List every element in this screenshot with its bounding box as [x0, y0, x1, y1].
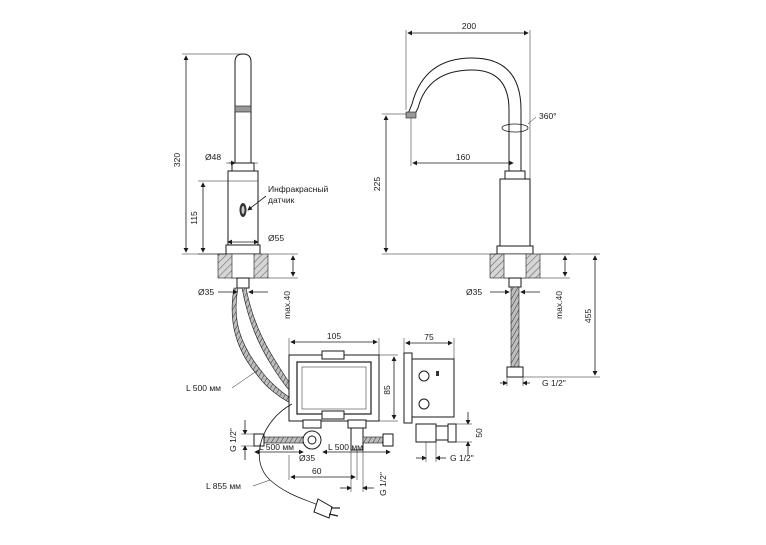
box-width-label: 105: [327, 331, 341, 341]
right-faucet: 360° 200 160 225 Ø35 max.40 455 G 1/2: [372, 21, 600, 388]
left-body-height: 115: [189, 211, 199, 225]
box-left-thread: G 1/2": [228, 428, 238, 452]
sensor-label-line2: датчик: [268, 195, 295, 205]
control-box-side: 75 50 G 1/2": [403, 332, 484, 463]
box-height-label: 85: [382, 385, 392, 395]
inlet-diameter: Ø35: [299, 453, 315, 463]
hose-left-length: L 500 мм: [259, 442, 294, 452]
left-body-diameter: Ø55: [268, 233, 284, 243]
box-side-thread: G 1/2": [450, 453, 474, 463]
power-cable-length: L 855 мм: [206, 481, 241, 491]
box-depth-label: 75: [424, 332, 434, 342]
right-reach-label: 160: [456, 152, 470, 162]
left-spout-diameter: Ø48: [205, 152, 221, 162]
box-bottom-thread: G 1/2": [378, 472, 388, 496]
sensor-label-line1: Инфракрасный: [268, 184, 328, 194]
right-width-label: 200: [462, 21, 476, 31]
cable-length-label: L 500 мм: [186, 383, 221, 393]
inlet-spacing: 60: [312, 466, 322, 476]
left-base-diameter: Ø35: [198, 287, 214, 297]
right-height-label: 225: [372, 177, 382, 191]
right-connection-thread: G 1/2": [542, 378, 566, 388]
left-height-label: 320: [172, 153, 182, 167]
hose-right-length: L 500 мм: [328, 442, 363, 452]
left-faucet: 320 Ø48 115 Инфракрасный датчик Ø55 Ø35 …: [172, 53, 328, 407]
right-base-diameter: Ø35: [466, 287, 482, 297]
right-total-height: 455: [583, 309, 593, 323]
control-box-front: 105 85 G 1/2" L 500 мм L 500 мм Ø35 60 G…: [206, 331, 398, 519]
left-max-thickness: max.40: [282, 291, 292, 319]
box-side-height: 50: [474, 428, 484, 438]
rotation-label: 360°: [539, 111, 557, 121]
right-max-thickness: max.40: [554, 291, 564, 319]
